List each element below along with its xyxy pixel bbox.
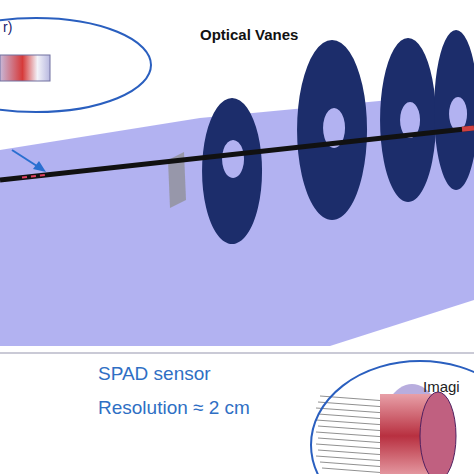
optical-vane <box>434 30 474 190</box>
callout-ellipse: Imagi <box>310 360 474 474</box>
ground-plane <box>0 92 474 346</box>
separator-line <box>0 352 474 354</box>
callout-text: Imagi <box>423 378 460 395</box>
laser-beam <box>22 175 48 178</box>
title-label: Optical Vanes <box>200 26 298 43</box>
callout-ellipse: r) <box>0 17 152 113</box>
sensor-label: SPAD sensor <box>98 363 211 385</box>
ellipse-outline <box>310 360 474 474</box>
optical-vane <box>380 38 436 202</box>
beam-pipe <box>0 128 474 180</box>
resolution-label: Resolution ≈ 2 cm <box>98 397 250 419</box>
ellipse-border <box>0 18 151 112</box>
callout-text: r) <box>3 19 12 35</box>
optical-vane <box>202 98 262 244</box>
laser-body <box>0 55 50 81</box>
arrow-head <box>33 161 46 172</box>
pipe-end <box>462 128 474 129</box>
ellipse-outline <box>0 17 152 113</box>
ellipse-border <box>311 361 474 474</box>
optical-vane <box>297 40 367 220</box>
lens-disk <box>420 392 456 474</box>
